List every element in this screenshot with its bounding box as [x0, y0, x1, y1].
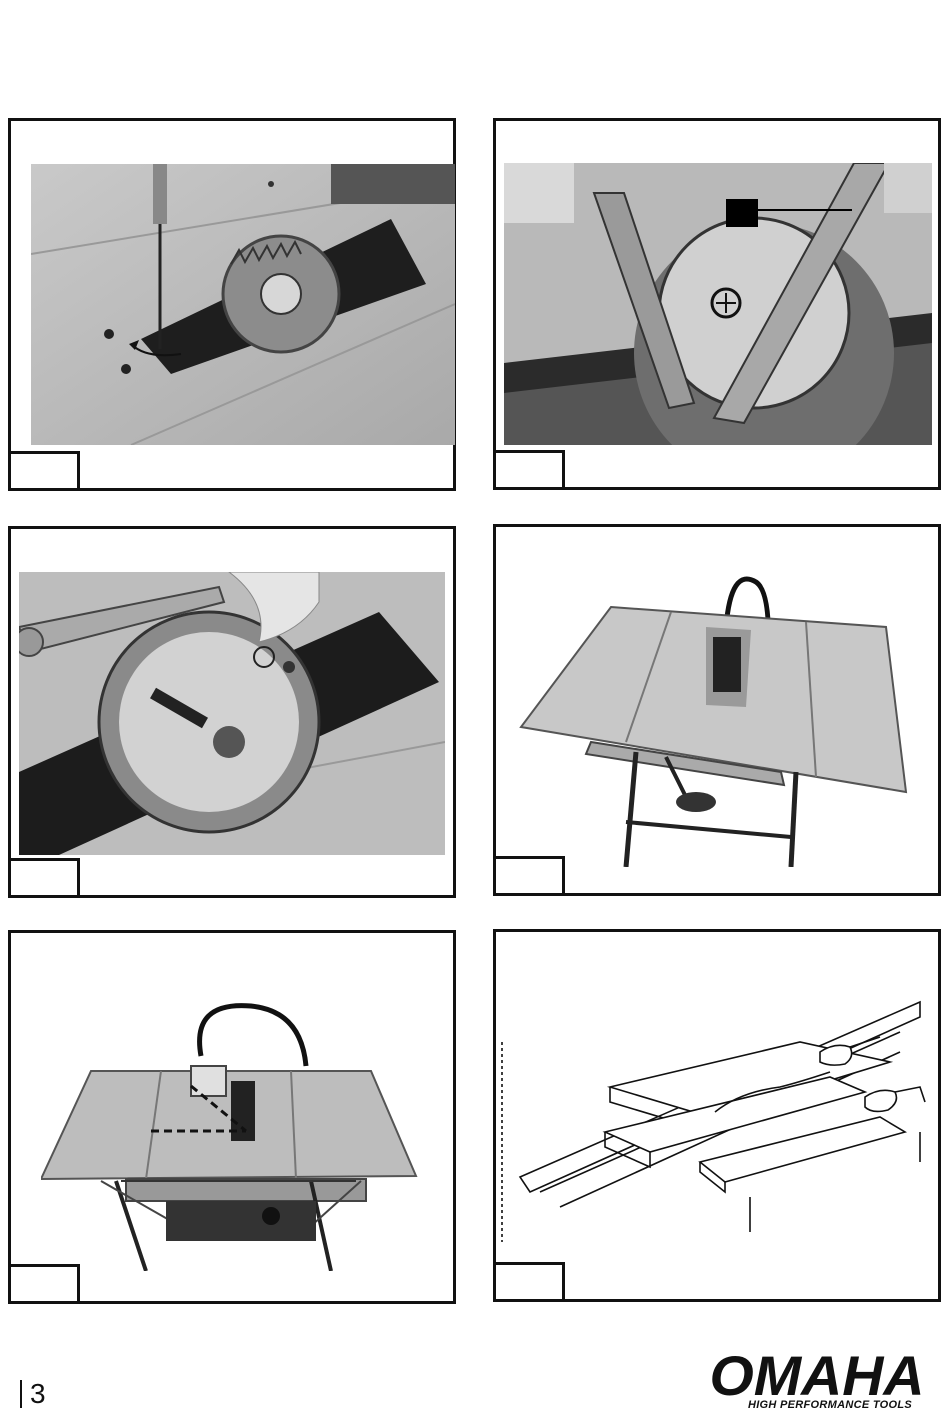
figure-panel-1 — [8, 118, 456, 491]
figure-photo-riving-knife-alignment — [504, 163, 932, 445]
figure-photo-table-saw-assembled — [516, 567, 916, 867]
page-number: 3 — [20, 1378, 46, 1410]
figure-label-2 — [493, 450, 565, 490]
figure-photo-blade-insert-screw — [31, 164, 455, 445]
figure-panel-5 — [8, 930, 456, 1304]
figure-label-5 — [8, 1264, 80, 1304]
figure-label-4 — [493, 856, 565, 896]
figure-label-1 — [8, 451, 80, 491]
figure-photo-table-saw-blade-angle — [41, 1001, 421, 1271]
figure-label-3 — [8, 858, 80, 898]
figure-label-6 — [493, 1262, 565, 1302]
figure-photo-blade-replacement — [19, 572, 445, 855]
figure-panel-6 — [493, 929, 941, 1302]
figure-panel-2 — [493, 118, 941, 490]
page-number-text: 3 — [30, 1378, 46, 1410]
figure-drawing-ripping-workpiece — [500, 992, 936, 1272]
page-number-divider — [20, 1380, 22, 1408]
brand-logo-wordmark: OMAHA — [710, 1345, 925, 1407]
figure-panel-3 — [8, 526, 456, 898]
figure-panel-4 — [493, 524, 941, 896]
brand-tagline: HIGH PERFORMANCE TOOLS — [735, 1399, 925, 1411]
